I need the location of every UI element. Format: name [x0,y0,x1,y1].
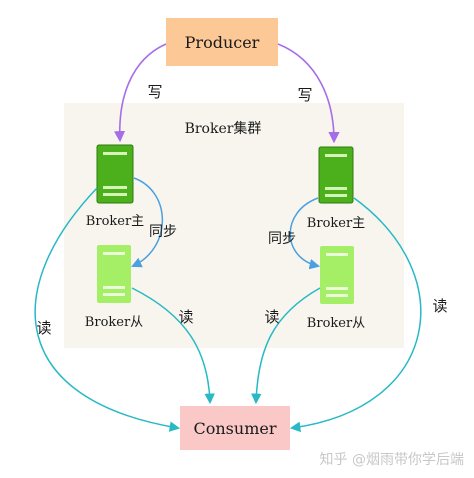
read-arrow-outer-left [34,187,181,432]
consumer-node: Consumer [180,406,290,450]
broker-slave-right: Broker从 [307,246,365,331]
sync-arrow-right [289,197,321,270]
broker-cluster-region [64,103,404,348]
write-label-left: 写 [147,83,162,101]
read-label-inner-left: 读 [178,308,193,326]
broker-master-right: Broker主 [307,146,365,231]
read-label-inner-right: 读 [264,308,279,326]
consumer-label: Consumer [194,419,277,438]
read-label-outer-left: 读 [36,319,51,337]
broker-slave-left: Broker从 [85,245,143,330]
write-arrow-left [113,43,167,143]
read-arrow-inner-right [251,287,321,405]
producer-label: Producer [185,33,260,52]
write-arrow-right [277,43,340,144]
watermark: 知乎 @烟雨带你学后端 [320,451,464,468]
producer-box [166,18,278,66]
broker-master-left: Broker主 [86,144,144,229]
write-label-right: 写 [297,86,312,104]
read-arrow-inner-left [131,287,215,405]
consumer-box [180,406,290,450]
read-arrow-outer-right [289,197,422,433]
sync-arrow-left [131,177,164,268]
sync-label-left: 同步 [149,224,177,240]
broker-slave-left-label: Broker从 [85,315,143,330]
broker-master-right-label: Broker主 [307,216,365,231]
sync-label-right: 同步 [268,231,296,247]
cluster-label: Broker集群 [185,120,262,137]
broker-master-left-label: Broker主 [86,214,144,229]
read-label-outer-right: 读 [432,297,447,315]
broker-slave-right-label: Broker从 [307,316,365,331]
producer-node: Producer [166,18,278,66]
